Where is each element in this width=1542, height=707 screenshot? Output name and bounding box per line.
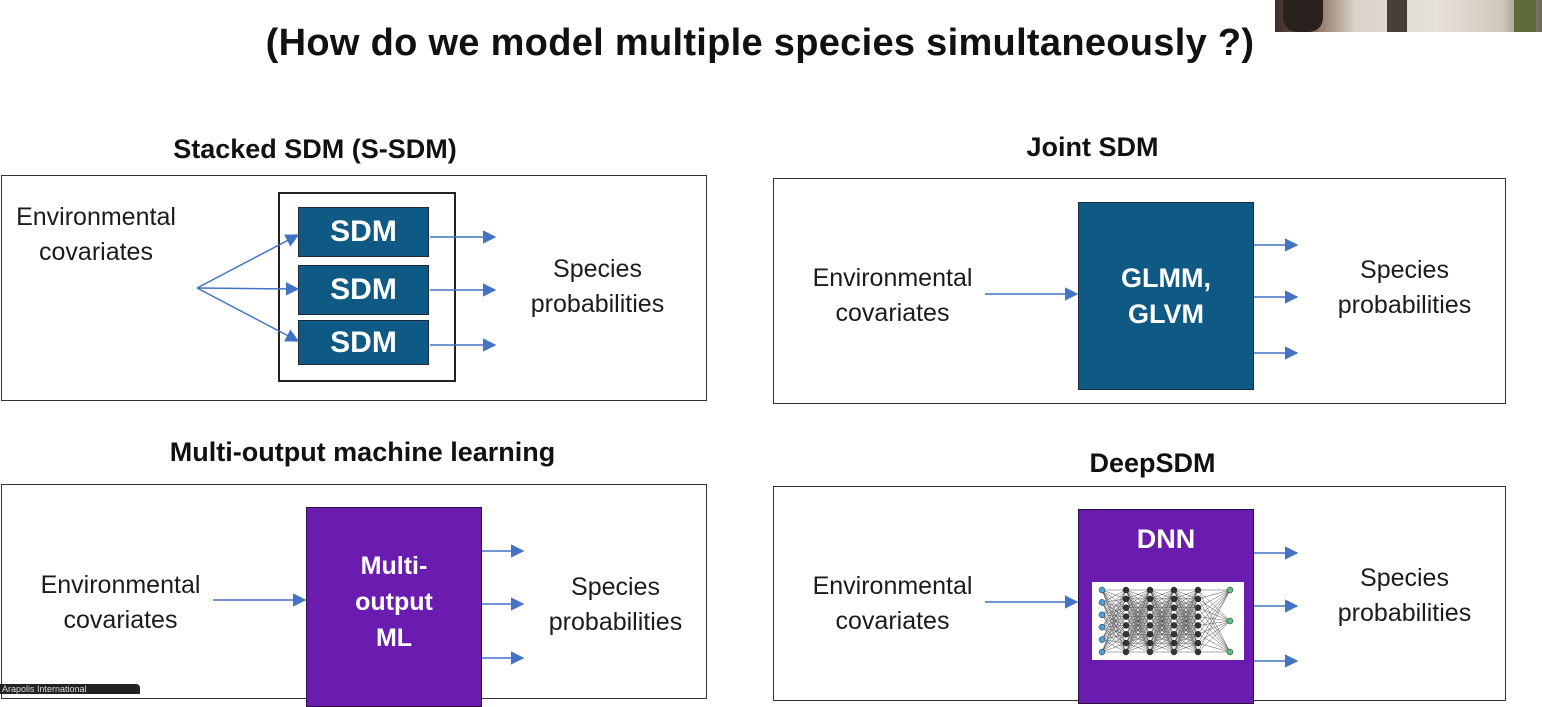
stacked-output-label: Species probabilities	[530, 255, 665, 318]
joint-sdm-title: Joint SDM	[1026, 132, 1159, 162]
joint-input-label: Environmental covariates	[812, 264, 973, 327]
webcam-thumbnail	[1275, 0, 1542, 32]
arrow-to-sdm-2	[196, 282, 300, 296]
dnn-label: DNN	[1136, 524, 1196, 554]
deep-output-label: Species probabilities	[1337, 564, 1472, 627]
sdm-stack-group	[278, 192, 456, 382]
deep-input-label: Environmental covariates	[812, 572, 973, 635]
multi-input-label: Environmental covariates	[40, 571, 201, 634]
sdm-box-2: SDM	[298, 265, 429, 315]
multi-output-title: Multi-output machine learning	[169, 437, 556, 467]
arrow-to-sdm-3	[196, 287, 300, 342]
multi-output-label: Species probabilities	[548, 573, 683, 636]
deepsdm-title: DeepSDM	[1089, 448, 1216, 478]
joint-output-label: Species probabilities	[1337, 256, 1472, 319]
participant-name-tag: Arapolis International	[0, 684, 140, 694]
sdm-box-3: SDM	[298, 320, 429, 365]
arrow-to-sdm-1	[196, 234, 300, 289]
sdm-box-1: SDM	[298, 207, 429, 257]
slide-title: (How do we model multiple species simult…	[265, 22, 1255, 64]
neural-network-icon	[1092, 582, 1244, 660]
multi-output-ml-box: Multi-output ML	[306, 507, 482, 707]
stacked-input-label: Environmental covariates	[16, 203, 176, 266]
glmm-glvm-box: GLMM, GLVM	[1078, 202, 1254, 390]
dnn-box: DNN	[1078, 509, 1254, 704]
stacked-sdm-title: Stacked SDM (S-SDM)	[173, 134, 457, 164]
